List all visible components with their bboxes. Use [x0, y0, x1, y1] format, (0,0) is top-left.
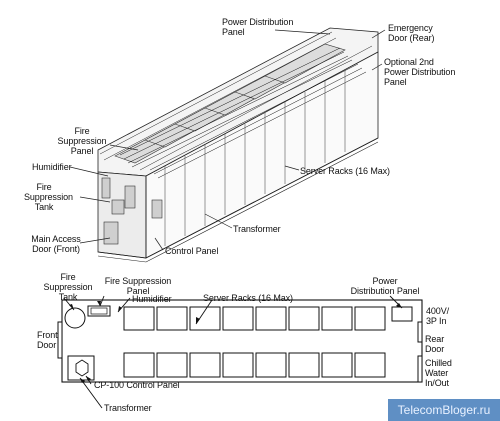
- label-humidifier-plan: Humidifier: [132, 294, 172, 304]
- label-chilled-water: Chilled Water In/Out: [425, 358, 452, 388]
- label-transformer-iso: Transformer: [233, 224, 281, 234]
- label-fire-suppression-panel-iso: Fire Suppression Panel: [57, 126, 107, 156]
- label-server-racks-iso: Server Racks (16 Max): [300, 166, 390, 176]
- label-server-racks-plan: Server Racks (16 Max): [203, 293, 293, 303]
- label-control-panel-iso: Control Panel: [165, 246, 219, 256]
- fire-suppression-tank-plan: [64, 307, 86, 329]
- label-emergency-door: Emergency Door (Rear): [388, 23, 435, 43]
- server-rack-row-top: [123, 306, 386, 331]
- label-fire-suppression-tank-iso: Fire Suppression Tank: [24, 182, 73, 212]
- label-fire-suppression-tank-plan: Fire Suppression Tank: [43, 272, 93, 302]
- label-power-distribution-panel-iso: Power Distribution Panel: [222, 17, 294, 37]
- server-rack-row-bottom: [123, 352, 386, 378]
- label-transformer-plan: Transformer: [104, 403, 152, 413]
- label-fire-suppression-panel-plan: Fire Suppression Panel: [104, 276, 172, 296]
- label-humidifier-iso: Humidifier: [32, 162, 72, 172]
- watermark-badge: TelecomBloger.ru: [388, 399, 500, 421]
- label-main-access-door: Main Access Door (Front): [31, 234, 81, 254]
- label-power-distribution-panel-plan: Power Distribution Panel: [350, 276, 420, 296]
- label-optional-2nd-pdp: Optional 2nd Power Distribution Panel: [384, 57, 456, 87]
- power-distribution-panel-plan: [391, 306, 413, 322]
- fire-suppression-panel-plan: [87, 305, 111, 317]
- label-front-door: Front Door: [37, 330, 58, 350]
- label-power-in: 400V/ 3P In: [426, 306, 450, 326]
- label-rear-door: Rear Door: [425, 334, 445, 354]
- label-cp100-control-panel: CP-100 Control Panel: [94, 380, 180, 390]
